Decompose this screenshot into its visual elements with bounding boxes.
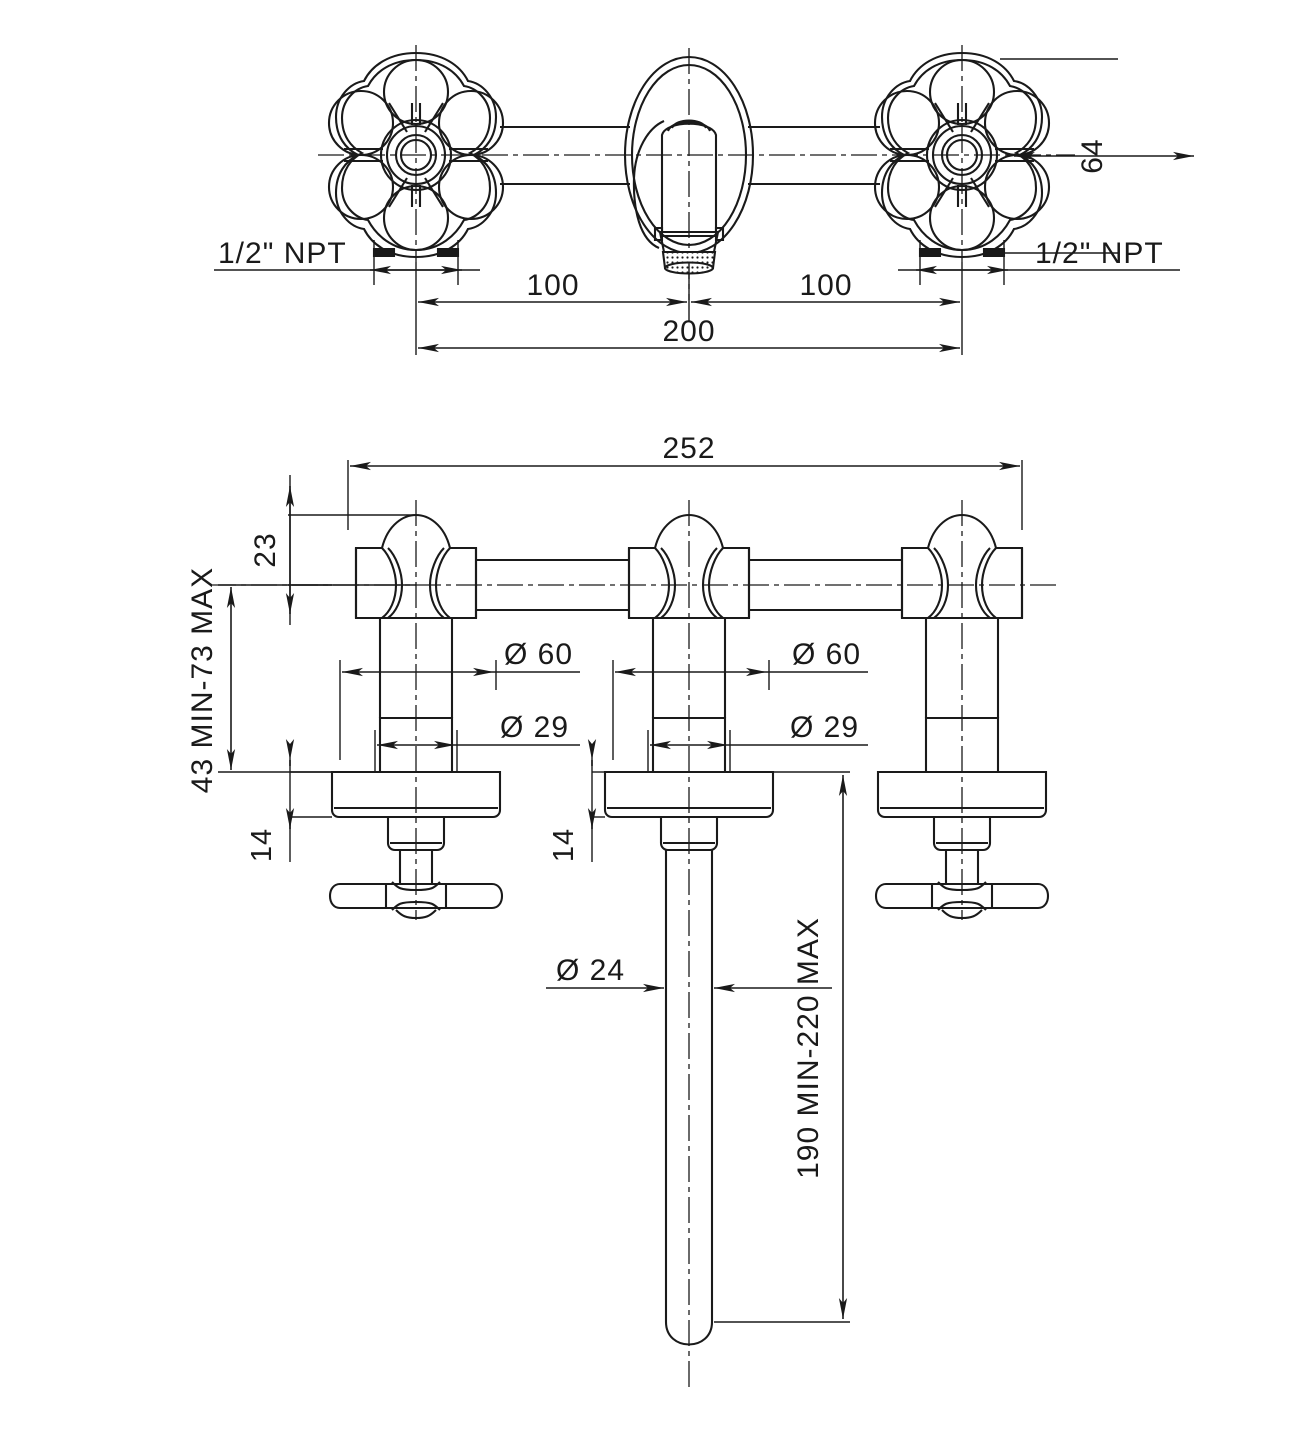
dia-29-right — [647, 730, 868, 772]
tube-right — [748, 125, 880, 186]
centerlines-bottom — [210, 500, 1060, 1390]
top-view-group: 64 1/2" NPT 1/2" NPT — [214, 45, 1194, 355]
dim-14-mid-label: 14 — [548, 828, 580, 862]
dia-60-right-label: Ø 60 — [792, 638, 861, 671]
dim-23-label: 23 — [249, 532, 282, 567]
dim-14-mid — [587, 739, 605, 862]
bottom-view-group: 252 23 43 MIN-73 MAX 14 — [186, 432, 1060, 1390]
dim-43-73 — [218, 584, 332, 773]
leader-npt-right — [898, 240, 1180, 285]
valve-right-assembly — [874, 513, 1050, 920]
dim-100-200-group — [415, 262, 963, 355]
dia-29-left — [374, 730, 580, 772]
tube-left — [500, 125, 630, 186]
dim-23 — [285, 475, 416, 625]
npt-right-label: 1/2" NPT — [1035, 237, 1164, 270]
dia-29-left-label: Ø 29 — [500, 711, 569, 744]
bridge-tubes-bottom — [476, 558, 902, 612]
dim-190-220-label: 190 MIN-220 MAX — [792, 917, 825, 1179]
dim-100-right-label: 100 — [799, 269, 852, 302]
handle-left-rosette — [327, 51, 505, 259]
dia-60-left-label: Ø 60 — [504, 638, 573, 671]
dim-64-label: 64 — [1076, 138, 1109, 173]
dia-24-label: Ø 24 — [556, 954, 625, 987]
dim-14-left — [285, 739, 332, 862]
dia-60-left — [339, 660, 580, 760]
dim-64 — [1000, 58, 1194, 254]
dim-190-220 — [714, 771, 850, 1323]
dia-29-right-label: Ø 29 — [790, 711, 859, 744]
dim-43-73-label: 43 MIN-73 MAX — [186, 567, 219, 793]
npt-left-label: 1/2" NPT — [218, 237, 347, 270]
dim-100-left-label: 100 — [526, 269, 579, 302]
dim-252 — [347, 460, 1023, 530]
dim-200-label: 200 — [662, 315, 715, 348]
dim-252-label: 252 — [662, 432, 715, 465]
dia-60-right — [612, 660, 868, 760]
dim-14-left-label: 14 — [246, 828, 278, 862]
leader-npt-left — [214, 240, 480, 285]
handle-right-rosette — [873, 51, 1051, 259]
